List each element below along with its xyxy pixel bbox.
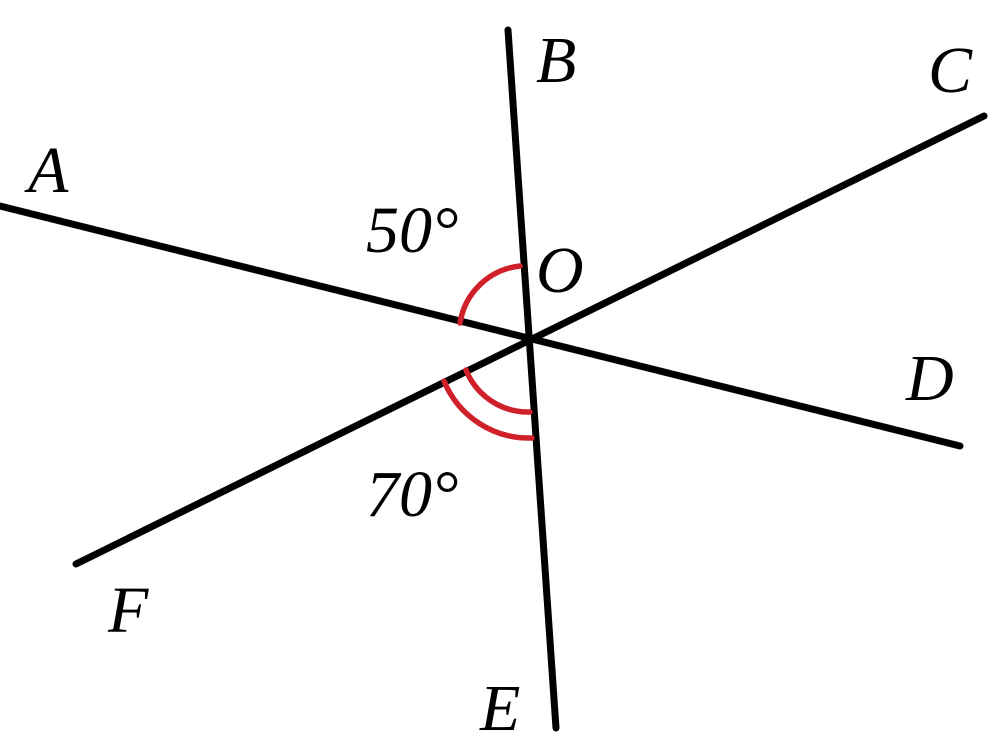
label-B: B — [536, 24, 576, 97]
angle-arc-AOB — [457, 263, 523, 326]
label-F: F — [107, 574, 149, 647]
line-AD — [0, 202, 964, 450]
line-FC — [72, 112, 988, 568]
label-E: E — [479, 672, 520, 745]
label-C: C — [928, 34, 973, 107]
angle-arc-FOE-inner — [463, 367, 533, 415]
label-O: O — [536, 234, 584, 307]
angle-label-upper: 50° — [366, 194, 458, 267]
label-A: A — [24, 134, 69, 207]
angle-label-lower: 70° — [366, 458, 458, 531]
label-D: D — [905, 342, 954, 415]
line-BE — [504, 26, 560, 732]
angle-arc-FOE-outer — [441, 378, 535, 441]
